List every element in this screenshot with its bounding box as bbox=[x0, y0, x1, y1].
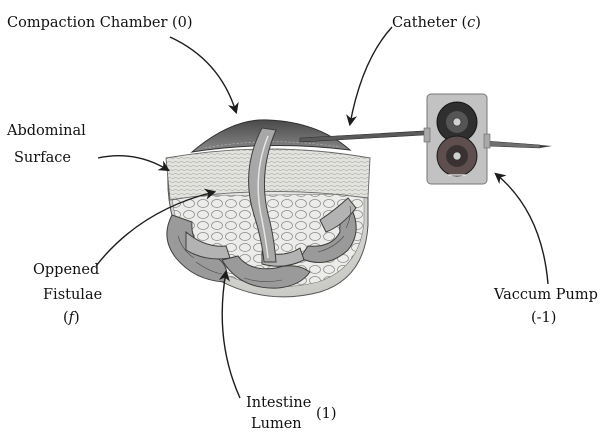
vacuum-pump bbox=[424, 94, 490, 184]
label-intestine-lumen-line1: Intestine bbox=[246, 395, 311, 411]
label-abdominal-surface-line2: Surface bbox=[14, 150, 71, 166]
label-intestine-lumen-line2: Lumen bbox=[251, 416, 302, 432]
label-abdominal-surface-line1: Abdominal bbox=[6, 123, 86, 139]
label-catheter: Catheter (c) bbox=[392, 15, 481, 31]
arrow-compaction-chamber bbox=[170, 37, 236, 112]
label-vacuum-pump-line1: Vaccum Pump bbox=[493, 287, 598, 303]
arrow-catheter bbox=[350, 27, 392, 124]
label-opened-fistulae-line1: Oppened bbox=[33, 262, 99, 278]
label-compaction-chamber: Compaction Chamber (0) bbox=[7, 15, 193, 31]
arrow-abdominal-surface bbox=[98, 156, 168, 170]
label-opened-fistulae-line2: Fistulae bbox=[43, 287, 102, 303]
arrow-vacuum-pump bbox=[496, 174, 548, 284]
arrow-intestine-lumen bbox=[222, 272, 240, 398]
label-opened-fistulae-symbol: (f) bbox=[63, 310, 80, 326]
label-intestine-lumen-symbol: (1) bbox=[316, 406, 337, 422]
label-vacuum-pump-line2: (-1) bbox=[531, 310, 556, 326]
abdomen-section bbox=[166, 120, 370, 297]
